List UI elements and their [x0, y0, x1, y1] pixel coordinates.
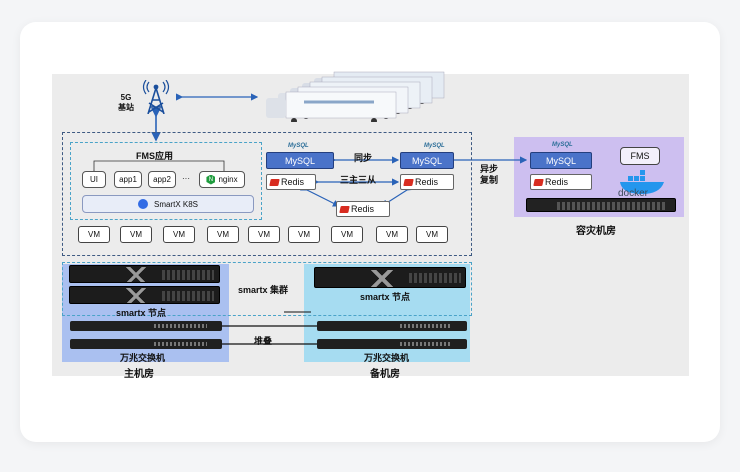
backup-switch-2 [317, 339, 467, 349]
docker-label: docker [618, 188, 649, 199]
backup-node-label: smartx 节点 [360, 292, 411, 302]
vm-9: VM [416, 226, 448, 243]
redis-primary: Redis [266, 174, 316, 190]
smartx-cluster-label: smartx 集群 [238, 285, 289, 295]
backup-room-label: 备机房 [370, 369, 400, 380]
vm-2: VM [120, 226, 152, 243]
mysql-logo-secondary: MySQL [424, 143, 445, 149]
disaster-room-label: 容灾机房 [576, 226, 616, 237]
architecture-diagram: 5G 基站 FMS应用 UI app1 app2 ··· N nginx Sma… [52, 71, 689, 380]
cluster-boundary [62, 132, 472, 256]
app-item-nginx-label: nginx [218, 175, 238, 184]
mysql-logo-disaster: MySQL [552, 142, 573, 148]
redis-third-label: Redis [351, 204, 375, 214]
redis-disaster: Redis [530, 174, 592, 190]
kubernetes-icon [137, 199, 148, 209]
smartx-cluster-boundary [62, 262, 472, 316]
docker-logo [614, 170, 670, 196]
redis-secondary-label: Redis [415, 177, 439, 187]
vm-6: VM [288, 226, 320, 243]
primary-switch-1 [70, 321, 222, 331]
mysql-primary: MySQL [266, 152, 334, 169]
app-item-ui: UI [82, 171, 106, 188]
vm-7: VM [331, 226, 363, 243]
redis-primary-label: Redis [281, 177, 305, 187]
redis-secondary: Redis [400, 174, 454, 190]
mysql-disaster: MySQL [530, 152, 592, 169]
primary-node-server-1 [69, 265, 220, 283]
vm-4: VM [207, 226, 239, 243]
app-item-nginx: N nginx [199, 171, 245, 188]
vm-5: VM [248, 226, 280, 243]
redis-icon [533, 178, 544, 186]
nginx-icon: N [206, 174, 216, 185]
primary-room-label: 主机房 [124, 369, 154, 380]
redis-third: Redis [336, 201, 390, 217]
docker-whale-icon [620, 170, 664, 194]
mysql-secondary: MySQL [400, 152, 454, 169]
fms-app-box [70, 142, 262, 220]
truck-fleet-icon [266, 71, 445, 122]
backup-switch-label: 万兆交换机 [364, 353, 410, 363]
primary-switch-2 [70, 339, 222, 349]
cell-tower-icon [138, 79, 174, 115]
async-replication-label: 异步 复制 [480, 164, 499, 185]
redis-icon [339, 205, 350, 213]
stack-label: 堆叠 [254, 336, 273, 346]
backup-node-server [314, 267, 466, 288]
k8s-bar: SmartX K8S [82, 195, 254, 213]
backup-switch-1 [317, 321, 467, 331]
disaster-server [526, 198, 676, 212]
app-item-app1: app1 [114, 171, 142, 188]
primary-node-server-2 [69, 286, 220, 304]
k8s-label: SmartX K8S [153, 199, 198, 209]
vm-1: VM [78, 226, 110, 243]
app-item-ellipsis: ··· [182, 174, 190, 183]
sync-label: 同步 [354, 153, 373, 163]
vm-8: VM [376, 226, 408, 243]
primary-switch-label: 万兆交换机 [120, 353, 166, 363]
redis-disaster-label: Redis [545, 177, 569, 187]
redis-icon [269, 178, 280, 186]
fms-app-title: FMS应用 [136, 151, 173, 161]
app-item-app2: app2 [148, 171, 176, 188]
connector-lines [91, 93, 528, 345]
fms-disaster: FMS [620, 147, 660, 165]
mysql-logo-primary: MySQL [288, 143, 309, 149]
redis-icon [403, 178, 414, 186]
primary-node-label: smartx 节点 [116, 308, 167, 318]
three-master-label: 三主三从 [340, 175, 377, 185]
cell-tower-label: 5G 基站 [118, 93, 134, 112]
vm-3: VM [163, 226, 195, 243]
